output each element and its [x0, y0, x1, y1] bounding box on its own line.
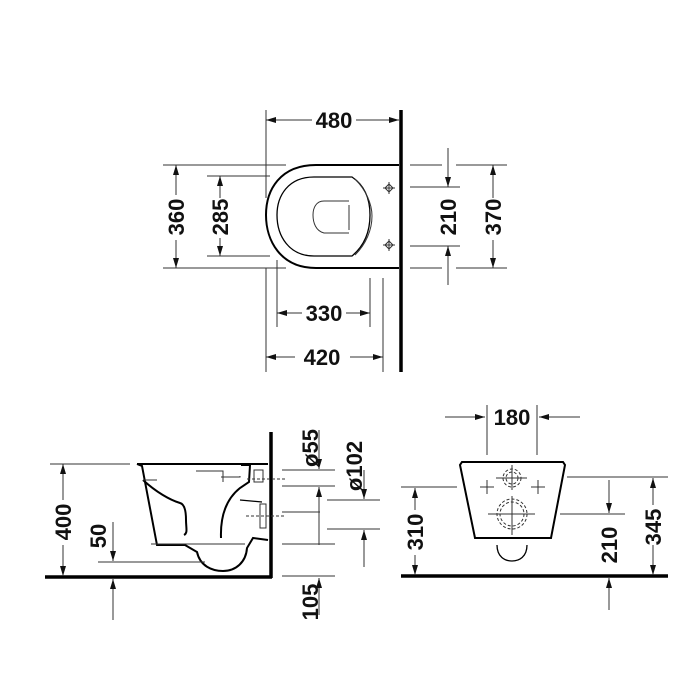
dim-210-top: 210	[436, 199, 461, 236]
dim-420: 420	[304, 345, 341, 370]
bowl-front-outline	[458, 461, 567, 539]
dim-105: 105	[298, 584, 323, 621]
dim-360: 360	[164, 199, 189, 236]
dim-180: 180	[494, 405, 531, 430]
outlet-front	[496, 544, 528, 562]
dim-285: 285	[208, 199, 233, 236]
fixing-point-icon	[480, 480, 494, 494]
dim-345: 345	[641, 509, 666, 546]
top-view: 480 360 285 210 370 330	[163, 108, 507, 372]
bowl-outline	[264, 164, 399, 269]
dim-210-front: 210	[597, 527, 622, 564]
dim-o102: ø102	[342, 441, 367, 491]
dim-50: 50	[86, 524, 111, 548]
fixing-point-icon	[531, 480, 545, 494]
side-view: 400 50 ø55 ø102 105	[45, 429, 380, 620]
inlet-connector	[253, 469, 264, 483]
dim-o55: ø55	[298, 429, 323, 467]
dim-310: 310	[403, 514, 428, 551]
bowl-opening	[312, 200, 349, 234]
dim-480: 480	[316, 108, 353, 133]
dim-370: 370	[481, 199, 506, 236]
fixing-point-icon	[383, 239, 395, 251]
dim-400: 400	[51, 504, 76, 541]
seat-outline	[276, 176, 371, 257]
front-view: 180 310 210 345	[401, 405, 668, 610]
dim-330: 330	[306, 301, 343, 326]
fixing-point-icon	[383, 182, 395, 194]
